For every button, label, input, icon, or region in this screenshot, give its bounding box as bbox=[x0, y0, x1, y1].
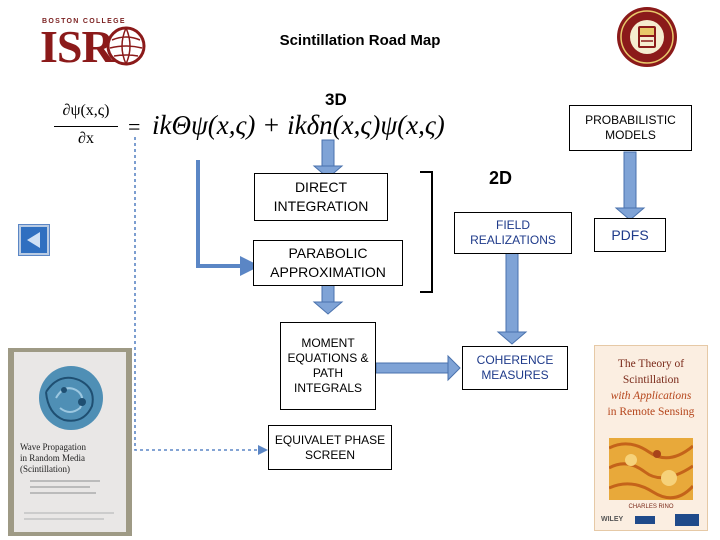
arrow-moment-to-coherence bbox=[375, 354, 461, 382]
equation-rhs: ikΘψ(x,ς) + ikδn(x,ς)ψ(x,ς) bbox=[152, 110, 445, 140]
right-book-title-line-2: Scintillation bbox=[622, 374, 680, 386]
page-title: Scintillation Road Map bbox=[279, 32, 441, 49]
box-moment-equations: MOMENT EQUATIONS & PATH INTEGRALS bbox=[280, 322, 376, 410]
label-2d: 2D bbox=[489, 168, 513, 188]
box-coherence-measures: COHERENCE MEASURES bbox=[462, 346, 568, 390]
right-book-publisher: WILEY bbox=[601, 516, 624, 523]
isr-logo: BOSTON COLLEGE ISR bbox=[36, 18, 146, 72]
right-book-author: CHARLES RINO bbox=[628, 504, 674, 510]
left-book-title-line-1: Wave Propagation bbox=[20, 442, 87, 452]
label-3d: 3D bbox=[325, 90, 347, 109]
arrow-to-direct-integration bbox=[312, 139, 344, 179]
logo-isr-text: ISR bbox=[40, 21, 115, 72]
equals-sign: = bbox=[128, 114, 141, 139]
right-book-title-line-3: with Applications bbox=[610, 390, 692, 402]
grouping-bracket bbox=[420, 171, 433, 293]
back-arrow-icon bbox=[18, 224, 50, 256]
book-cover-illustration bbox=[39, 366, 103, 430]
scintillation-pattern-image bbox=[609, 438, 693, 500]
book-cover-theory-of-scintillation: The Theory of Scintillation with Applica… bbox=[594, 345, 708, 531]
logo-boston-college-text: BOSTON COLLEGE bbox=[42, 18, 126, 25]
wave-equation: ∂ψ(x,ς) ∂x = ikΘψ(x,ς) + ikδn(x,ς)ψ(x,ς) bbox=[48, 102, 478, 154]
arrow-to-phase-screen bbox=[134, 137, 268, 455]
box-probabilistic-models: PROBABILISTIC MODELS bbox=[569, 105, 692, 151]
series-logo-icon bbox=[675, 514, 699, 526]
arrow-to-parabolic bbox=[196, 160, 260, 276]
box-parabolic-approximation: PARABOLIC APPROXIMATION bbox=[253, 240, 403, 286]
left-book-title-line-2: in Random Media bbox=[20, 453, 85, 463]
arrow-to-moment bbox=[312, 283, 344, 315]
arrow-to-pdfs bbox=[614, 151, 646, 221]
left-book-title-line-3: (Scintillation) bbox=[20, 464, 70, 474]
box-field-realizations: FIELD REALIZATIONS bbox=[454, 212, 572, 254]
equation-lhs-denominator: ∂x bbox=[78, 130, 94, 147]
book-cover-wave-propagation: Wave Propagation in Random Media (Scinti… bbox=[8, 348, 132, 536]
equation-lhs-numerator: ∂ψ(x,ς) bbox=[62, 102, 110, 119]
globe-icon bbox=[106, 26, 146, 66]
fraction-bar bbox=[54, 126, 118, 127]
previous-slide-button[interactable] bbox=[18, 224, 50, 256]
ieee-logo-icon bbox=[635, 516, 655, 524]
box-pdfs: PDFS bbox=[594, 218, 666, 252]
box-equivalent-phase-screen: EQUIVALET PHASE SCREEN bbox=[268, 425, 392, 470]
arrow-to-coherence bbox=[496, 251, 528, 345]
boston-college-seal-icon bbox=[617, 7, 677, 67]
box-direct-integration: DIRECT INTEGRATION bbox=[254, 173, 388, 221]
right-book-title-line-4: in Remote Sensing bbox=[607, 406, 695, 418]
right-book-title-line-1: The Theory of bbox=[617, 358, 685, 370]
